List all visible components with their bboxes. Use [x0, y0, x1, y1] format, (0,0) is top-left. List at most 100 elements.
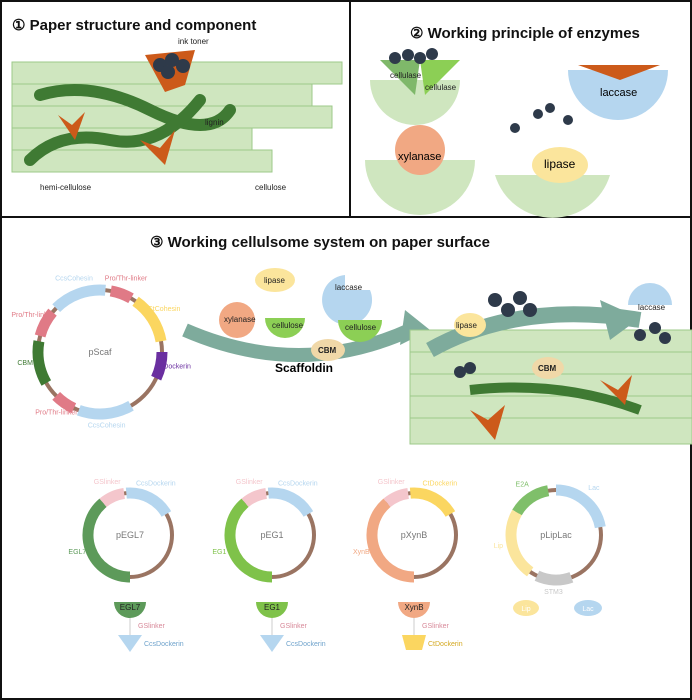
- plasmid-segment-label: Pro/Thr-linker: [105, 276, 148, 283]
- plasmid-segment-label: GSlinker: [94, 479, 122, 486]
- substrate: [370, 80, 460, 125]
- plasmid-segment: [82, 498, 131, 583]
- cellulose-particles: [389, 48, 438, 64]
- panel-2-title: ② Working principle of enzymes: [410, 25, 640, 42]
- label-xylanase: xylanase: [224, 315, 256, 324]
- hemicellulose-strand: [469, 382, 642, 415]
- linker-label: GSlinker: [422, 623, 450, 630]
- dockerin-label: CcsDockerin: [144, 641, 184, 648]
- label-laccase: laccase: [335, 283, 363, 292]
- dockerin-domain: [260, 635, 284, 652]
- panel-1-title: ① Paper structure and component: [12, 17, 256, 34]
- linker-label: GSlinker: [280, 623, 308, 630]
- plasmid-segment: [132, 296, 167, 343]
- plasmid-segment: [151, 351, 168, 381]
- lipase: [255, 268, 295, 292]
- plasmid-segment: [99, 487, 126, 508]
- lignin-chunk: [140, 130, 175, 165]
- plasmid-segment: [505, 509, 534, 577]
- plasmid-segment: [76, 400, 134, 420]
- plasmid-segment-label: Pro/Thr-linker: [11, 312, 54, 319]
- plasmid-name: pEGL7: [116, 530, 144, 540]
- plasmid-segment-label: CtDockerin: [423, 480, 458, 487]
- label-laccase: laccase: [638, 303, 666, 312]
- plasmid-segment: [125, 487, 172, 518]
- lignin-chunk: [58, 112, 85, 140]
- plasmid-segment: [383, 487, 410, 508]
- scaffoldin-arrow: [182, 323, 413, 362]
- plasmid-segment-label: CcsDockerin: [278, 480, 318, 487]
- plasmid-segment: [409, 487, 456, 518]
- dockerin-label: CcsDockerin: [286, 641, 326, 648]
- plasmid-segment: [512, 485, 550, 516]
- plasmid-segment-label: GSlinker: [378, 479, 406, 486]
- plasmid-segment: [555, 484, 606, 529]
- label-lignin: lignin: [205, 118, 224, 127]
- plasmid-segment-label: STM3: [544, 589, 563, 596]
- xylanase: [395, 125, 445, 175]
- enzyme-label: XynB: [404, 603, 423, 612]
- cbm: [532, 357, 564, 379]
- label-cellulase-b: cellulase: [425, 83, 457, 92]
- substrate: [495, 175, 610, 218]
- plasmid-name: pXynB: [401, 530, 428, 540]
- enzyme-domain: [398, 602, 430, 618]
- plasmid-segment: [32, 340, 52, 386]
- laccase: [628, 283, 672, 305]
- ink-toner-particles: [153, 53, 190, 79]
- label-scaffoldin: Scaffoldin: [275, 361, 333, 375]
- label-xylanase: xylanase: [398, 151, 441, 163]
- label-laccase: laccase: [600, 87, 637, 99]
- label-cellulose: cellulose: [345, 323, 377, 332]
- plasmid-segment-label: XynB: [353, 549, 370, 556]
- scaffoldin-arrowhead: [400, 310, 430, 345]
- plasmid-segment-label: CcsDockerin: [136, 480, 176, 487]
- plasmid-segment-label: CBM: [17, 360, 33, 367]
- label-cellulose: cellulose: [255, 183, 287, 192]
- enzyme-label: EGL7: [120, 603, 141, 612]
- label-cellulase-a: cellulase: [390, 71, 422, 80]
- plasmid-segment-label: CcsCohesin: [88, 423, 126, 430]
- enzyme-label: EG1: [264, 603, 281, 612]
- lac-label: Lac: [582, 606, 594, 613]
- enzyme-domain: [256, 602, 288, 618]
- plasmid-segment: [52, 284, 106, 313]
- label-lipase: lipase: [456, 321, 477, 330]
- lignin-strand: [34, 84, 236, 131]
- xylanase: [219, 302, 255, 338]
- lip-label: Lip: [521, 606, 530, 613]
- plasmid-name: pScaf: [88, 347, 112, 357]
- plasmid-segment: [109, 285, 134, 304]
- plasmid-segment: [34, 308, 57, 338]
- laccase: [322, 275, 373, 325]
- expressed-proteins: Lip Lac: [513, 600, 602, 616]
- label-lipase: lipase: [544, 157, 576, 171]
- lignin-chunk: [600, 375, 632, 405]
- cellulase-b: [420, 60, 460, 95]
- label-ink-toner: ink toner: [178, 37, 209, 46]
- plasmid-segment-label: Pro/Thr-linker: [35, 409, 78, 416]
- dockerin-domain: [402, 635, 426, 650]
- plasmid-segment-label: EG1: [212, 549, 226, 556]
- plasmid-segment-label: II Dockerin: [157, 363, 191, 370]
- plasmid-segment: [52, 391, 77, 414]
- label-cellulose: cellulose: [272, 321, 304, 330]
- cbm: [311, 339, 345, 361]
- lip-protein: [513, 600, 539, 616]
- panel-3-border: [0, 216, 692, 700]
- plasmid-segment: [241, 487, 268, 508]
- linker-label: GSlinker: [138, 623, 166, 630]
- enzyme-domain: [114, 602, 146, 618]
- plasmid-segment: [366, 498, 415, 583]
- plasmid-segment-label: CtCohesin: [148, 306, 181, 313]
- scaffoldin-arrowhead: [600, 300, 640, 340]
- ink-particles: [454, 291, 671, 378]
